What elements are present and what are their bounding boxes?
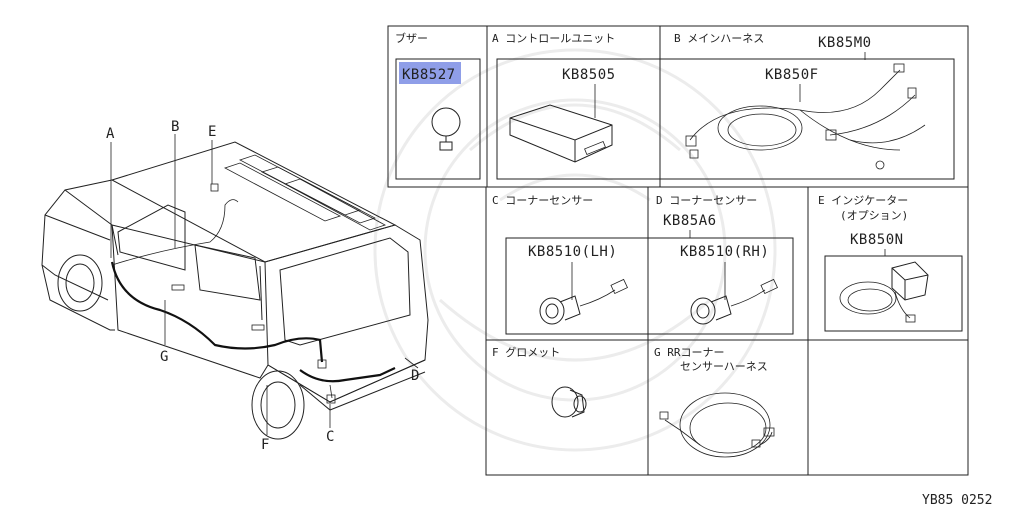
grommet-icon [551, 386, 587, 418]
buzzer-part-highlight [399, 62, 461, 84]
callout-a: A [106, 126, 115, 142]
panel-g-title-line1: G RRコーナー [654, 346, 725, 359]
panel-b-title: B メインハーネス [674, 32, 764, 45]
buzzer-title: ブザー [395, 31, 428, 45]
panel-d-title: D コーナーセンサー [656, 194, 757, 207]
buzzer-icon [431, 107, 461, 151]
callout-g: G [160, 349, 169, 365]
callout-d: D [411, 368, 420, 384]
buzzer-part-number: KB8527 [402, 67, 456, 83]
main-harness-icon [685, 63, 926, 170]
panel-c-part-number: KB8510(LH) [528, 244, 617, 260]
panel-e-part-number: KB850N [850, 232, 904, 248]
callout-f: F [261, 437, 270, 453]
callout-b: B [171, 119, 180, 135]
figure-code: YB85 0252 [922, 493, 992, 508]
rr-corner-sensor-harness-icon [659, 392, 775, 458]
callout-leaders [110, 134, 419, 435]
panel-e-title-line2: (オプション) [840, 209, 908, 222]
panel-e-title-line1: E インジケーター [818, 194, 908, 207]
indicator-icon [839, 261, 929, 323]
parts-table-bottom [485, 186, 969, 476]
callout-c: C [326, 429, 335, 445]
corner-sensor-lh-icon [539, 278, 628, 325]
callout-e: E [208, 124, 217, 140]
panel-f-title: F グロメット [492, 345, 560, 359]
panel-d-part-number: KB8510(RH) [680, 244, 769, 260]
panel-b-set-number: KB85M0 [818, 35, 872, 51]
parts-table-top [387, 25, 969, 188]
panel-b-part-number: KB850F [765, 67, 819, 83]
corner-sensor-rh-icon [690, 278, 778, 325]
panel-d-set-number: KB85A6 [663, 213, 717, 229]
panel-g-title-line2: センサーハーネス [680, 360, 768, 373]
panel-a-part-number: KB8505 [562, 67, 616, 83]
vehicle-illustration [41, 141, 429, 440]
control-unit-icon [509, 104, 613, 163]
panel-c-title: C コーナーセンサー [492, 194, 593, 207]
panel-a-title: A コントロールユニット [492, 32, 615, 45]
